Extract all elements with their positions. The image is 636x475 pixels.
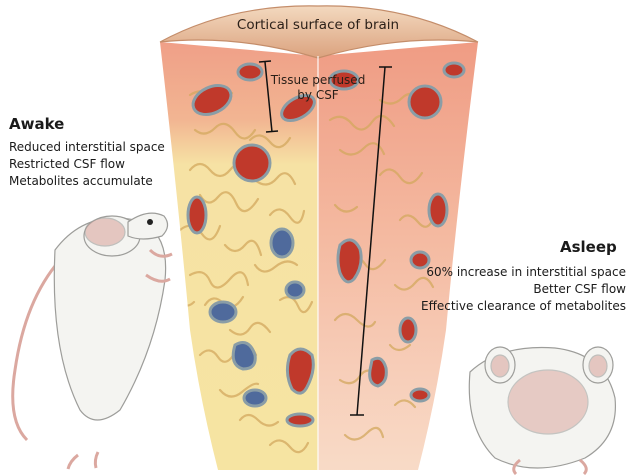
awake-line-3: Metabolites accumulate (9, 174, 153, 188)
awake-title: Awake (9, 115, 65, 133)
blood-vessels (186, 61, 466, 428)
awake-mouse-illustration (11, 212, 173, 470)
perfusion-depth-awake (258, 60, 279, 133)
perfused-tissue-label: Tissue perfused by CSF (270, 73, 366, 102)
awake-line-2: Restricted CSF flow (9, 157, 125, 171)
asleep-description: 60% increase in interstitial space Bette… (421, 264, 626, 315)
asleep-line-1: 60% increase in interstitial space (426, 265, 626, 279)
cortical-surface-band (159, 5, 479, 59)
cortical-surface-label: Cortical surface of brain (236, 17, 400, 33)
awake-description: Reduced interstitial space Restricted CS… (9, 139, 165, 190)
asleep-title: Asleep (560, 238, 617, 256)
asleep-line-2: Better CSF flow (533, 282, 626, 296)
asleep-line-3: Effective clearance of metabolites (420, 299, 626, 313)
asleep-mouse-illustration (468, 346, 617, 475)
awake-line-1: Reduced interstitial space (9, 140, 165, 154)
perfusion-depth-asleep (350, 66, 392, 416)
